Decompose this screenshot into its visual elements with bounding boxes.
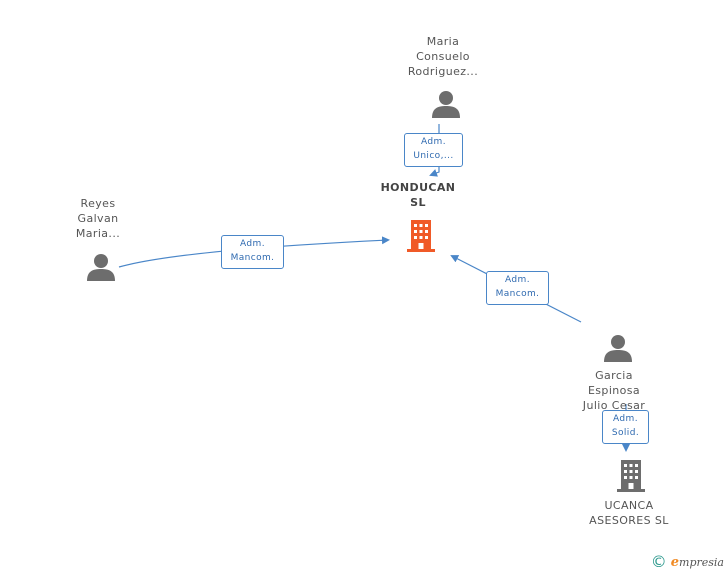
node-label-reyes: Reyes Galvan Maria... <box>58 196 138 241</box>
edge-label-line: Adm. <box>505 275 530 285</box>
edge-label-line: Mancom. <box>495 289 540 299</box>
edge-label-reyes-honducan: Adm. Mancom. <box>221 235 284 269</box>
node-label-line: ASESORES SL <box>589 514 669 527</box>
building-icon[interactable] <box>614 458 648 494</box>
edge-label-line: Solid. <box>611 428 640 438</box>
person-icon[interactable] <box>86 252 116 282</box>
node-label-line: Espinosa <box>587 384 641 397</box>
edge-label-line: Unico,... <box>413 151 454 161</box>
node-label-line: SL <box>410 196 426 209</box>
node-label-garcia: Garcia Espinosa Julio Cesar <box>568 368 660 413</box>
brand-footer: © empresia <box>651 553 724 571</box>
edge-label-garcia-honducan: Adm. Mancom. <box>486 271 549 305</box>
edge-label-maria-honducan: Adm. Unico,... <box>404 133 463 167</box>
node-label-line: Garcia <box>595 369 633 382</box>
edge-label-line: Adm. <box>240 239 265 249</box>
node-label-line: Galvan <box>77 212 119 225</box>
edge-label-line: Adm. <box>421 137 446 147</box>
brand-logo-rest: mpresia <box>679 555 724 569</box>
copyright-symbol: © <box>650 552 667 571</box>
node-label-maria: Maria Consuelo Rodriguez... <box>395 34 491 79</box>
node-label-line: UCANCA <box>604 499 654 512</box>
node-label-line: Consuelo <box>416 50 470 63</box>
brand-logo-initial: e <box>670 554 680 570</box>
node-label-line: Rodriguez... <box>407 65 479 78</box>
person-icon[interactable] <box>431 89 461 119</box>
building-icon[interactable] <box>404 218 438 254</box>
edge-label-line: Mancom. <box>230 253 275 263</box>
edge-reyes-honducan <box>118 236 390 268</box>
node-label-line: HONDUCAN <box>380 181 456 194</box>
edge-label-line: Adm. <box>613 414 638 424</box>
edge-label-garcia-ucanca: Adm. Solid. <box>602 410 649 444</box>
person-icon[interactable] <box>603 333 633 363</box>
node-label-honducan: HONDUCAN SL <box>372 180 464 210</box>
node-label-line: Maria <box>426 35 460 48</box>
node-label-line: Reyes <box>80 197 116 210</box>
node-label-ucanca: UCANCA ASESORES SL <box>578 498 680 528</box>
node-label-line: Maria... <box>75 227 121 240</box>
node-label-line: Julio Cesar <box>582 399 646 412</box>
brand-logo: empresia <box>671 555 724 570</box>
